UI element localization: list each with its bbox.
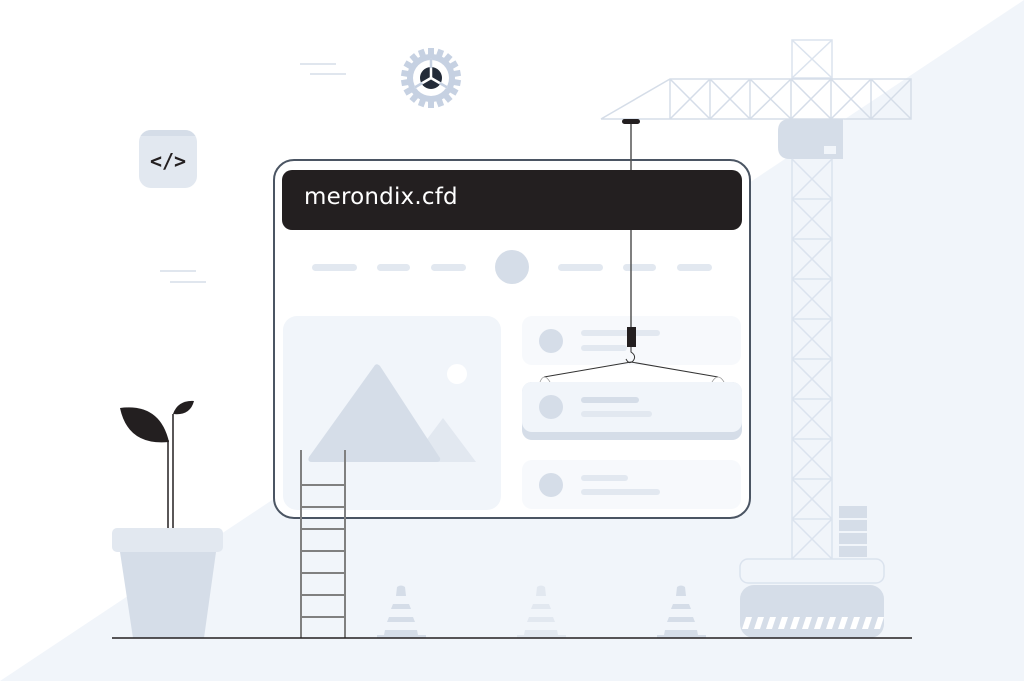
site-title: merondix.cfd (304, 184, 458, 210)
image-placeholder-icon (283, 316, 501, 510)
code-icon: </> (139, 130, 197, 188)
decor-lines-top (300, 63, 346, 75)
list-card-3 (522, 460, 741, 509)
traffic-cone-icon (517, 585, 566, 638)
list-card-2-hanging (522, 382, 742, 440)
gear-icon (400, 48, 462, 108)
logo-placeholder (495, 250, 529, 284)
counterweight-blocks (839, 506, 867, 557)
ladder-icon (300, 450, 346, 638)
traffic-cone-icon (377, 585, 426, 638)
plant-icon (112, 400, 223, 638)
decor-lines-left (160, 270, 206, 283)
browser-title-bar: merondix.cfd (282, 170, 742, 230)
traffic-cone-icon (657, 585, 706, 638)
code-badge-cap (139, 130, 197, 136)
code-symbol: </> (149, 149, 187, 173)
crane-icon (600, 39, 912, 638)
